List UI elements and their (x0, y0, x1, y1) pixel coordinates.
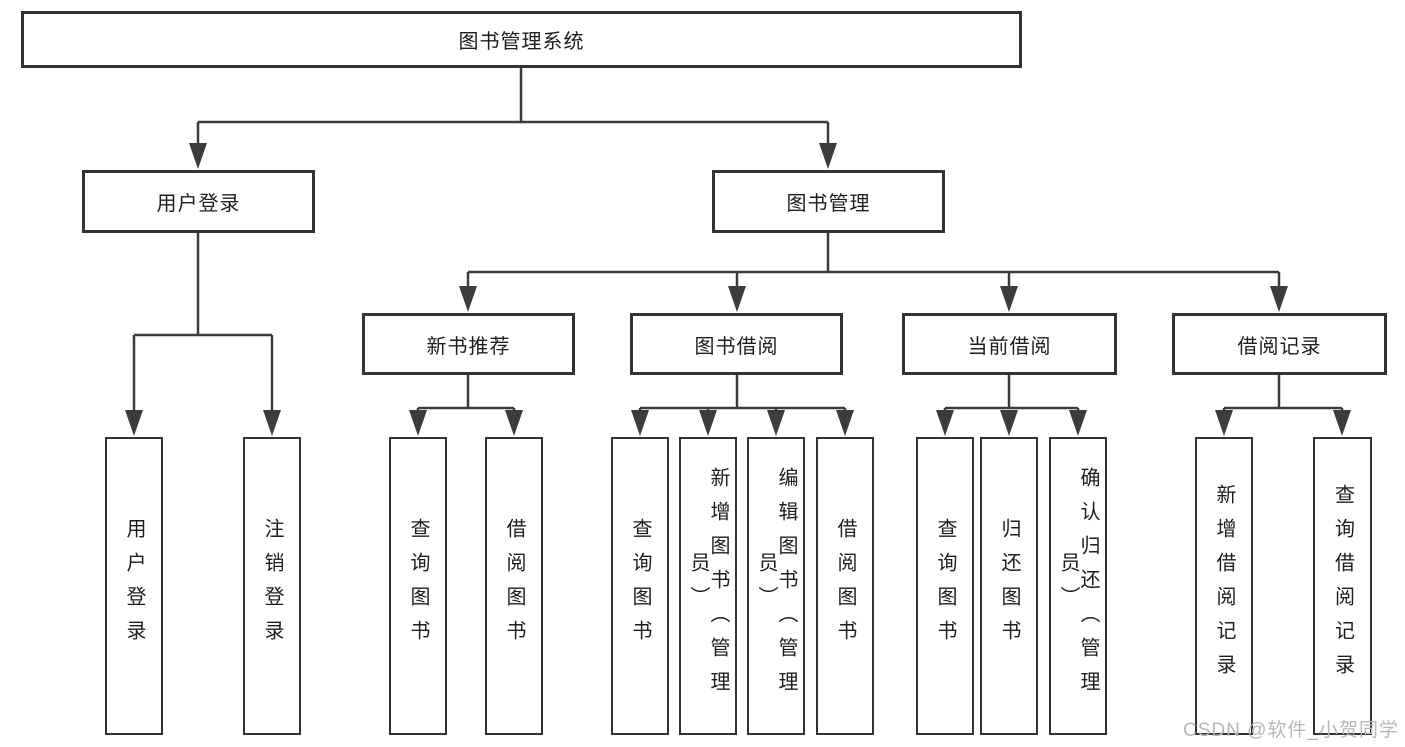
node-user-login: 用户登录 (82, 170, 315, 233)
leaf-add-borrow-record: 新增借阅记录 (1195, 437, 1253, 735)
leaf-add-books-admin: 新增图书（管理员） (679, 437, 737, 735)
leaf-user-login: 用户登录 (105, 437, 163, 735)
leaf-return-books: 归还图书 (980, 437, 1038, 735)
leaf-query-books-borrow: 查询图书 (611, 437, 669, 735)
node-new-book-recommend: 新书推荐 (362, 313, 575, 375)
leaf-logout-login: 注销登录 (243, 437, 301, 735)
leaf-query-borrow-record: 查询借阅记录 (1313, 437, 1372, 735)
node-current-borrow: 当前借阅 (902, 313, 1117, 375)
leaf-confirm-return-admin: 确认归还（管理员） (1049, 437, 1107, 735)
node-borrow-records: 借阅记录 (1172, 313, 1387, 375)
leaf-borrow-books-borrow: 借阅图书 (816, 437, 874, 735)
node-book-borrow: 图书借阅 (630, 313, 843, 375)
node-book-management: 图书管理 (712, 170, 945, 233)
leaf-edit-books-admin: 编辑图书（管理员） (747, 437, 805, 735)
leaf-query-books-current: 查询图书 (916, 437, 974, 735)
root-box-library-management-system: 图书管理系统 (21, 11, 1022, 68)
leaf-borrow-books-newbooks: 借阅图书 (485, 437, 543, 735)
arrowheads (125, 143, 1351, 436)
csdn-watermark: CSDN @软件_小贺同学 (1183, 720, 1399, 741)
leaf-query-books-newbooks: 查询图书 (389, 437, 447, 735)
